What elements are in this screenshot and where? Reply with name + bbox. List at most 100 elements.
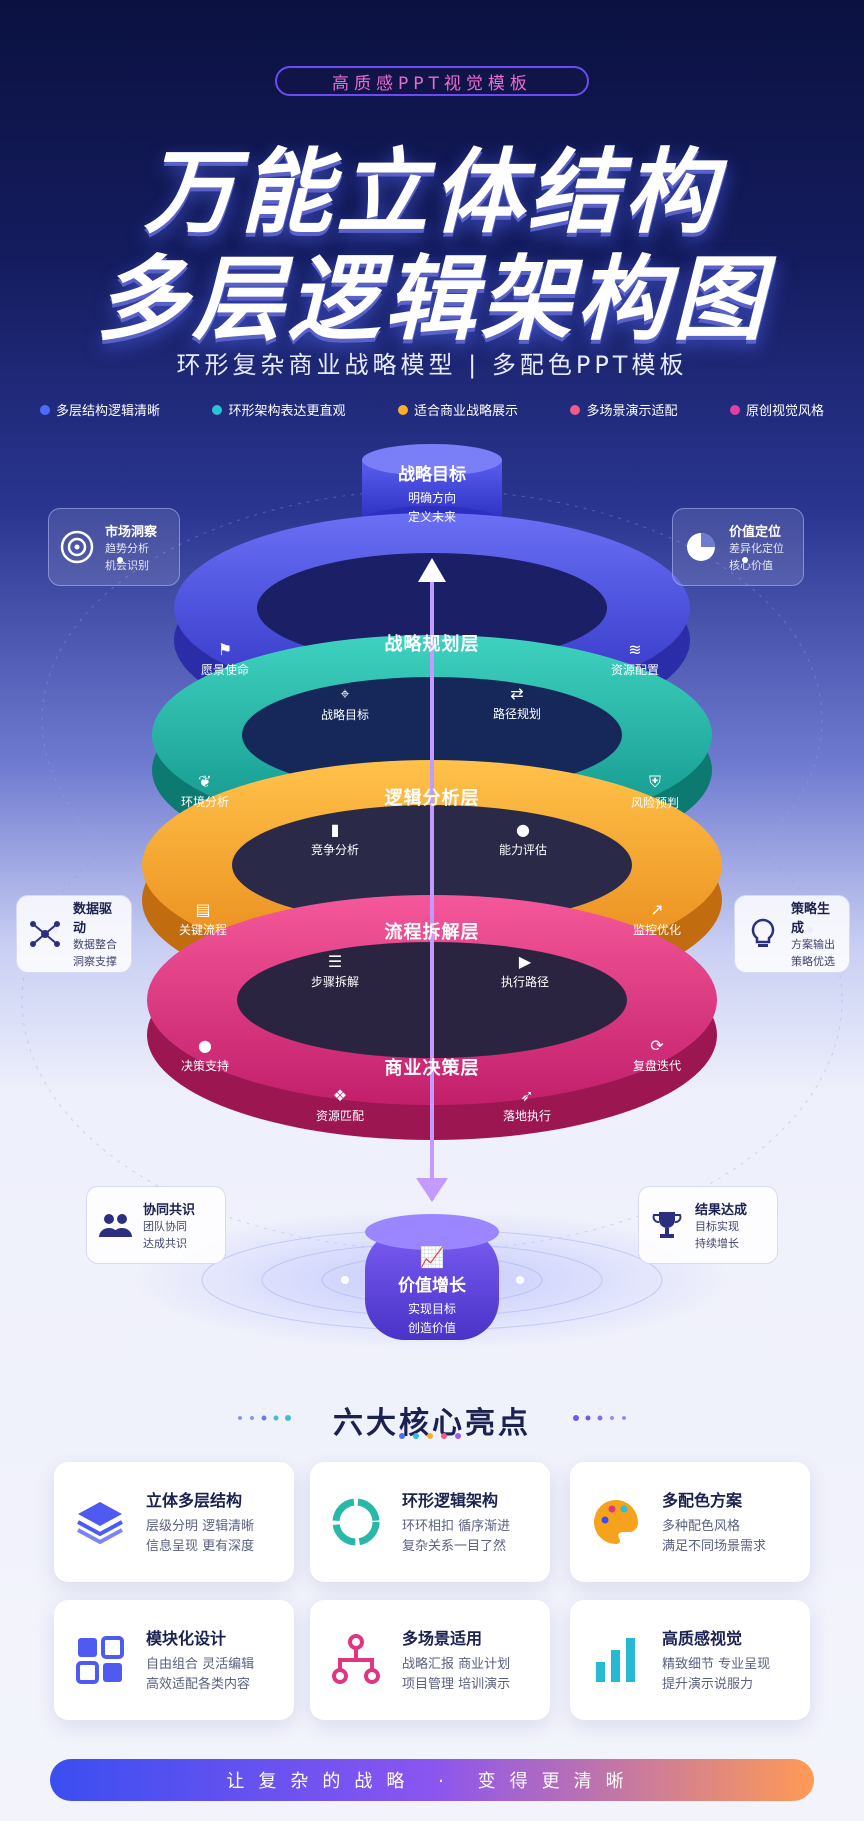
- segment-monitor: ↗监控优化: [612, 900, 702, 938]
- segment-label: 能力评估: [498, 843, 547, 857]
- route-icon: ⇄: [510, 684, 524, 703]
- card-value-position: 价值定位差异化定位核心价值: [672, 508, 804, 586]
- highlight-title: 多配色方案: [662, 1491, 743, 1510]
- segment-resource-match: ❖资源匹配: [295, 1086, 385, 1124]
- layer-name-process: 流程拆解层: [384, 922, 480, 943]
- segment-label: 步骤拆解: [310, 975, 359, 989]
- hierarchy-icon: [332, 1634, 380, 1684]
- highlight-line: 战略汇报 商业计划: [402, 1657, 511, 1672]
- highlight-line: 高效适配各类内容: [146, 1677, 251, 1692]
- rocket-icon: ➶: [520, 1086, 534, 1105]
- feature-label: 原创视觉风格: [745, 404, 824, 419]
- bar-chart-icon: ▮: [330, 820, 340, 839]
- orbit-line: [41, 489, 823, 951]
- feature-label: 环形架构表达更直观: [228, 404, 346, 419]
- bottom-goal-line2: 创造价值: [407, 1321, 456, 1335]
- template-badge: 高质感PPT视觉模板: [275, 66, 589, 96]
- feature-item: 环形架构表达更直观: [212, 400, 346, 419]
- highlight-card: 模块化设计自由组合 灵活编辑高效适配各类内容: [54, 1600, 294, 1720]
- play-icon: ▶: [518, 952, 532, 971]
- highlight-line: 多种配色风格: [662, 1519, 741, 1534]
- segment-resource: ≋资源配置: [590, 640, 680, 678]
- shield-icon: ⛨: [648, 772, 661, 791]
- highlight-line: 复杂关系一目了然: [402, 1539, 507, 1554]
- card-line: 持续增长: [695, 1236, 739, 1250]
- pie-chart-icon: [687, 533, 715, 561]
- ring-diagram: [21, 444, 843, 1350]
- lightbulb-icon: [751, 918, 775, 947]
- highlight-line: 自由组合 灵活编辑: [146, 1657, 255, 1672]
- feature-dot: [397, 404, 408, 415]
- card-market-insight: 市场洞察趋势分析机会识别: [48, 508, 180, 586]
- card-title: 价值定位: [729, 524, 782, 540]
- user-icon: ●: [516, 820, 530, 839]
- footer-banner: 让复杂的战略 · 变得更清晰: [50, 1759, 814, 1801]
- segment-path: ⇄ 路径规划: [472, 684, 562, 722]
- card-title: 数据驱动: [73, 902, 113, 936]
- feature-label: 多场景演示适配: [586, 404, 678, 419]
- card-line: 核心价值: [729, 558, 773, 572]
- cubes-icon: ❖: [332, 1086, 348, 1105]
- highlight-title: 模块化设计: [146, 1629, 227, 1648]
- card-result: 结果达成目标实现持续增长: [638, 1186, 778, 1264]
- bottom-goal-title: 价值增长: [398, 1276, 466, 1296]
- segment-label: 路径规划: [492, 707, 541, 721]
- highlight-line: 环环相扣 循序渐进: [402, 1519, 511, 1534]
- ring-icon: [332, 1498, 380, 1546]
- highlight-line: 提升演示说服力: [662, 1677, 754, 1692]
- feature-dot: [212, 404, 223, 415]
- bottom-goal-line1: 实现目标: [407, 1302, 456, 1316]
- grid-icon: [76, 1636, 124, 1684]
- segment-vision: ⚑愿景使命: [180, 640, 270, 678]
- layer-name-strategy: 战略规划层: [384, 634, 480, 655]
- feature-label: 适合商业战略展示: [413, 404, 518, 419]
- feature-item: 适合商业战略展示: [397, 400, 518, 419]
- feature-dot: [729, 404, 740, 415]
- card-title: 协同共识: [143, 1202, 196, 1218]
- top-goal-title: 战略目标: [398, 465, 466, 485]
- card-line: 机会识别: [105, 558, 149, 572]
- bottom-cylinder: [365, 1214, 499, 1340]
- card-title: 市场洞察: [105, 524, 158, 540]
- highlight-title: 高质感视觉: [662, 1629, 743, 1648]
- sparkle-dot: [742, 557, 748, 563]
- layer-name-decision: 商业决策层: [384, 1058, 480, 1079]
- segment-label: 环境分析: [180, 795, 229, 809]
- up-arrow-icon: [418, 558, 446, 582]
- card-line: 达成共识: [143, 1236, 187, 1250]
- card-line: 差异化定位: [729, 541, 784, 555]
- highlight-title: 立体多层结构: [146, 1491, 243, 1510]
- card-strategy-gen: 策略生成方案输出策略优选: [734, 895, 850, 973]
- trend-icon: ↗: [650, 900, 664, 919]
- segment-label: 战略目标: [320, 708, 369, 722]
- growth-chart-icon: 📈: [419, 1245, 445, 1269]
- folder-icon: ▤: [195, 900, 211, 919]
- sparkle-dot: [117, 557, 123, 563]
- feature-item: 多场景演示适配: [570, 400, 677, 419]
- bottom-goal: 📈 价值增长 实现目标 创造价值: [365, 1245, 499, 1336]
- feature-dot: [570, 404, 581, 415]
- segment-steps: ☰步骤拆解: [290, 952, 380, 990]
- crosshair-icon: ⌖: [340, 684, 350, 703]
- segment-goal: ⌖ 战略目标: [300, 684, 390, 723]
- trophy-icon: [652, 1212, 682, 1238]
- segment-label: 愿景使命: [200, 663, 249, 677]
- segment-label: 决策支持: [180, 1059, 229, 1073]
- highlight-line: 信息呈现 更有深度: [146, 1539, 255, 1554]
- segment-label: 关键流程: [178, 923, 227, 937]
- segment-label: 复盘迭代: [632, 1059, 681, 1073]
- highlight-card: 多配色方案多种配色风格满足不同场景需求: [570, 1462, 810, 1582]
- segment-decision-support: ● 决策支持: [160, 1036, 250, 1074]
- highlight-card: 高质感视觉精致细节 专业呈现提升演示说服力: [570, 1600, 810, 1720]
- card-line: 洞察支撑: [73, 955, 117, 968]
- card-line: 目标实现: [695, 1219, 739, 1233]
- layers-icon: [77, 1502, 123, 1545]
- top-goal-line1: 明确方向: [407, 491, 456, 505]
- highlight-line: 项目管理 培训演示: [402, 1677, 511, 1692]
- segment-exec-path: ▶执行路径: [480, 952, 570, 990]
- segment-key-process: ▤ 关键流程: [158, 900, 248, 938]
- user-icon: ●: [198, 1036, 212, 1055]
- highlight-card: 环形逻辑架构环环相扣 循序渐进复杂关系一目了然: [310, 1462, 550, 1582]
- layer-name-logic: 逻辑分析层: [384, 788, 480, 809]
- title-line-2: 多层逻辑架构图: [95, 246, 768, 353]
